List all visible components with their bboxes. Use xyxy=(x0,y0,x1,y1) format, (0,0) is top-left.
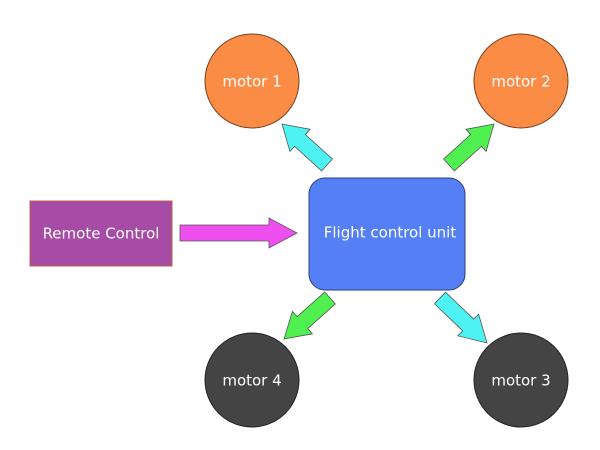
motor-2-label: motor 2 xyxy=(491,73,550,91)
motor-1-label: motor 1 xyxy=(222,73,281,91)
node-flight-control-unit: Flight control unit xyxy=(308,177,466,291)
remote-control-label: Remote Control xyxy=(43,225,160,243)
motor-3-circle xyxy=(473,332,569,428)
motor-2-circle xyxy=(473,33,569,129)
motor-1-circle xyxy=(204,33,300,129)
node-motor-4: motor 4 xyxy=(204,332,300,428)
motor-3-label: motor 3 xyxy=(491,372,550,390)
node-motor-2: motor 2 xyxy=(473,33,569,129)
motor-4-label: motor 4 xyxy=(222,372,281,390)
remote-control-box xyxy=(29,200,173,267)
node-motor-3: motor 3 xyxy=(473,332,569,428)
flight-control-unit-label: Flight control unit xyxy=(324,224,457,242)
node-motor-1: motor 1 xyxy=(204,33,300,129)
arrow-fcu-to-motor4 xyxy=(283,291,336,340)
arrow-fcu-to-motor3 xyxy=(433,291,488,344)
motor-4-circle xyxy=(204,332,300,428)
arrow-fcu-to-motor2 xyxy=(443,123,495,172)
node-remote-control: Remote Control xyxy=(29,200,173,267)
arrow-fcu-to-motor1 xyxy=(281,123,333,172)
arrow-remote-to-fcu xyxy=(179,217,298,249)
flight-control-unit-box xyxy=(308,177,466,291)
